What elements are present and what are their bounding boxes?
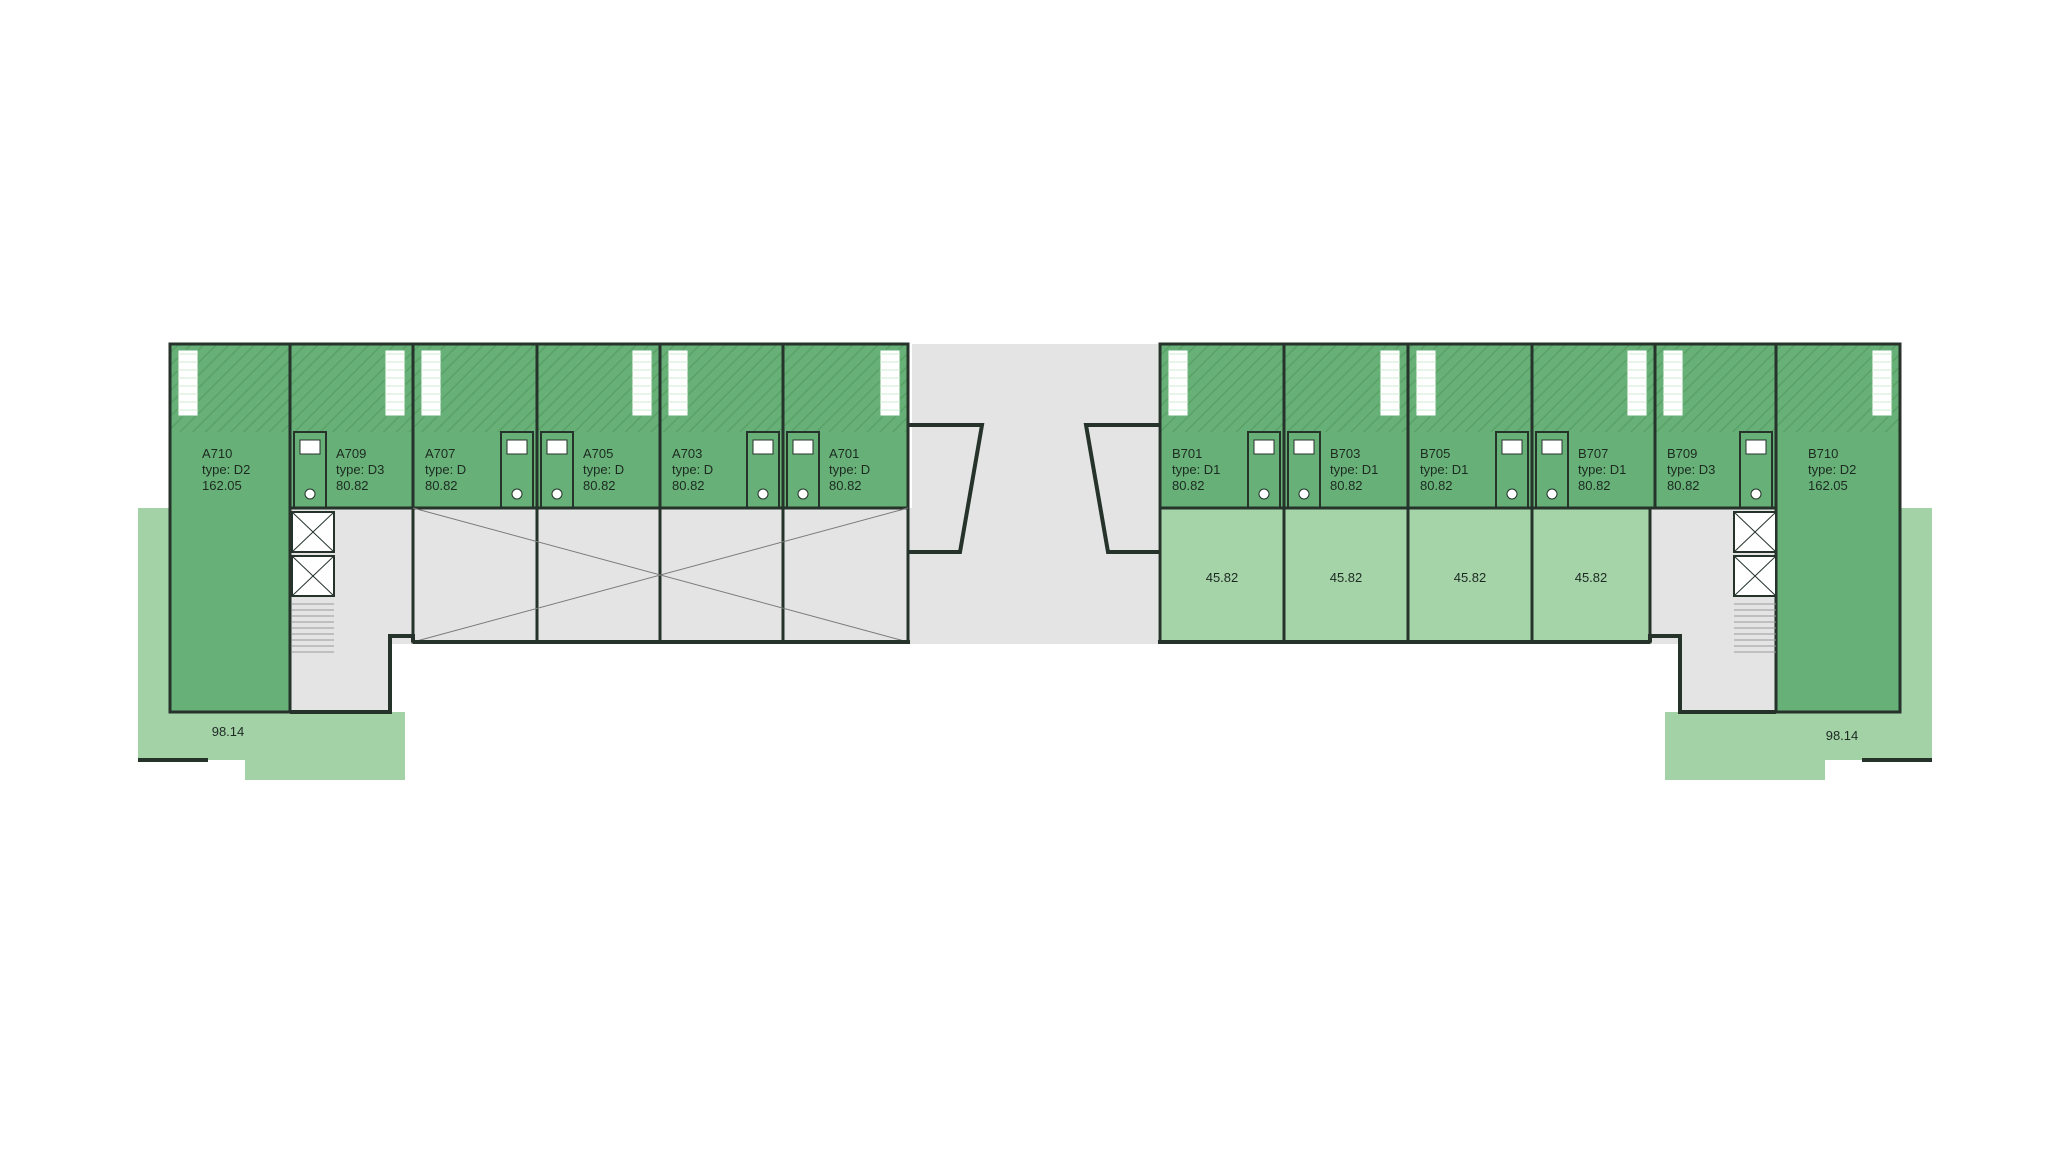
terrace-area: 98.14	[1826, 728, 1859, 743]
extension-room[interactable]	[1158, 506, 1286, 644]
corridor-wing-a	[290, 508, 912, 644]
unit-a701[interactable]	[781, 342, 910, 510]
unit-b707[interactable]	[1530, 342, 1657, 510]
extension-area: 45.82	[1206, 570, 1239, 585]
unit-a707[interactable]	[411, 342, 539, 510]
unit-b709[interactable]	[1653, 342, 1778, 510]
extension-area: 45.82	[1330, 570, 1363, 585]
extension-area: 45.82	[1454, 570, 1487, 585]
unit-b703[interactable]	[1282, 342, 1410, 510]
central-atrium	[912, 344, 1158, 644]
balcony-right	[1083, 423, 1160, 554]
unit-a709[interactable]	[288, 342, 415, 510]
terrace-area: 98.14	[212, 724, 245, 739]
stairwell	[292, 603, 334, 653]
unit-a710[interactable]	[168, 342, 292, 714]
stairwell	[1734, 603, 1776, 653]
extension-room[interactable]	[1282, 506, 1410, 644]
core-wall-a	[290, 634, 415, 714]
unit-b710[interactable]	[1774, 342, 1902, 714]
extension-room[interactable]	[1406, 506, 1534, 644]
core-wall-b	[1648, 634, 1776, 714]
unit-a705[interactable]	[535, 342, 662, 510]
balcony-left	[908, 423, 985, 554]
extension-area: 45.82	[1575, 570, 1608, 585]
unit-b701[interactable]	[1158, 342, 1286, 510]
